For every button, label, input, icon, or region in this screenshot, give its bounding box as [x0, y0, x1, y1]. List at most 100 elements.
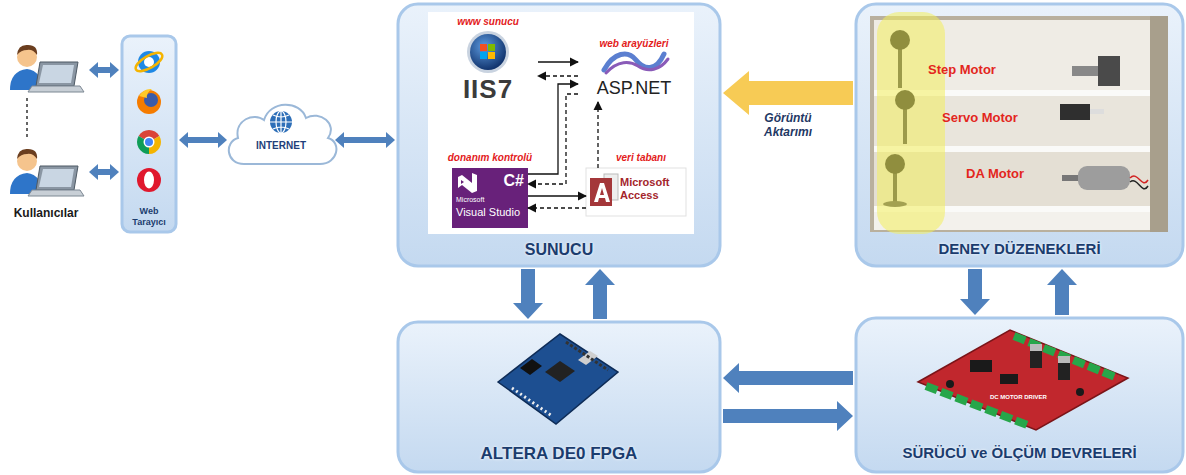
fpga-board-part: [566, 342, 608, 370]
internet-cloud: INTERNET: [222, 92, 340, 170]
cloud-shape: [229, 105, 337, 164]
hardware-control-box: donanım kontrolüC#MicrosoftVisual Studio: [452, 168, 528, 228]
node-title: Kullanıcılar: [6, 206, 86, 220]
node-title: SÜRÜCÜ ve ÖLÇÜM DEVRELERİ: [856, 444, 1183, 462]
fpga-board: [498, 334, 618, 424]
experiment-photo-part: [1090, 109, 1104, 114]
block-arrow: [335, 132, 395, 148]
user-icon-part: [28, 86, 84, 92]
browser-icons-part: [133, 49, 165, 74]
driver-pcb-part: [1058, 356, 1070, 363]
part-label: DC MOTOR DRIVER: [990, 394, 1047, 401]
iis-logo-part: [480, 52, 487, 59]
panel-background-part: [398, 322, 720, 472]
part-label: Servo Motor: [942, 110, 1018, 126]
server-panel: SUNUCUwww sunucuIIS7web arayüzleriASP.NE…: [398, 4, 720, 266]
experiment-photo: [870, 12, 1168, 234]
block-arrow: [585, 269, 615, 319]
node-title: INTERNET: [222, 140, 340, 152]
driver-pcb-part: [1030, 350, 1042, 368]
iis-logo-part: [480, 44, 487, 51]
user-icon-part: [28, 190, 84, 196]
driver-pcb-part: [1076, 388, 1084, 396]
browser-icons-part: [139, 89, 152, 98]
globe-icon: [276, 111, 286, 133]
driver-pcb-part: [918, 330, 1128, 430]
access-logo: [586, 168, 686, 216]
database-box: veri tabanıMicrosoft Access: [586, 168, 686, 216]
driver-pcb-part: [1058, 362, 1070, 380]
panel-background: [122, 4, 1183, 472]
iis-logo-part: [467, 31, 509, 73]
node-title: www sunucu: [438, 16, 538, 28]
driver-pcb-part: [926, 386, 1030, 426]
data-flow-line: [528, 195, 586, 196]
block-arrow: [1047, 269, 1077, 315]
fpga-panel: ALTERA DE0 FPGA: [398, 322, 720, 472]
dotnet-logo: [604, 54, 668, 73]
browser-icons: [133, 49, 165, 192]
access-logo-part: [590, 178, 612, 206]
visual-studio-logo-part: [452, 168, 528, 228]
panel-background-part: [122, 36, 176, 232]
user-icon: [10, 45, 84, 92]
edge-label: Görüntü Aktarımı: [743, 111, 833, 140]
user-icon-part: [39, 65, 74, 83]
user-icon-part: [17, 45, 37, 55]
user-group: Kullanıcılar: [6, 40, 86, 226]
image-transfer-arrow: [723, 71, 853, 115]
data-flow-line: [528, 84, 578, 174]
browser-icons-part: [137, 90, 161, 114]
block-arrow: [723, 401, 853, 431]
driver-pcb-part: [1000, 374, 1018, 384]
fpga-board-part: [498, 334, 618, 424]
panel-background-part: [856, 4, 1183, 266]
block-arrow: [179, 132, 227, 148]
block-arrow: [89, 62, 119, 78]
visual-studio-logo: [452, 168, 528, 228]
driver-pcb-part: [1030, 344, 1042, 351]
node-title: web arayüzleri: [578, 38, 690, 50]
iis-logo-part: [470, 34, 506, 70]
data-flow-line: [528, 207, 586, 208]
driver-pcb-part: [970, 360, 992, 372]
server-inner-area-part: [428, 12, 694, 234]
node-title: Web Tarayıcı: [122, 206, 176, 228]
data-flow-line: [538, 61, 578, 62]
fpga-board-part: [520, 359, 542, 375]
user-icon-part: [36, 166, 78, 190]
node-text: ASP.NET: [578, 78, 690, 100]
experiment-photo-part: [1062, 175, 1078, 181]
access-logo-part: [594, 183, 610, 202]
experiment-photo-part: [1078, 166, 1130, 190]
visual-studio-logo-part: [458, 173, 477, 193]
block-arrow: [960, 269, 990, 315]
block-arrow: [723, 363, 853, 393]
user-icon-part: [36, 62, 78, 86]
browser-icons-part: [144, 172, 154, 189]
node-text: C#: [482, 171, 524, 190]
driver-pcb-part: [946, 380, 954, 388]
cloud-outline: [222, 92, 340, 170]
user-ellipsis-line: [27, 98, 28, 140]
user-icon-part: [17, 149, 37, 159]
user-icon: [10, 149, 84, 196]
data-flow-line: [528, 94, 578, 184]
experiment-photo-part: [1072, 66, 1098, 76]
driver-pcb: [918, 330, 1128, 430]
iis-logo: [467, 31, 509, 73]
browser-icons-part: [145, 138, 153, 146]
experiment-panel: DENEY DÜZENEKLERİ: [856, 4, 1183, 266]
server-inner-area: [428, 12, 694, 234]
node-text: Microsoft Access: [620, 176, 684, 202]
panel-background-part: [856, 318, 1183, 472]
node-text: Visual Studio: [456, 206, 526, 219]
data-flow-line: [538, 75, 578, 76]
part-label: Step Motor: [928, 62, 996, 78]
experiment-photo-part: [1130, 176, 1148, 183]
block-arrow: [513, 269, 543, 319]
node-title: DENEY DÜZENEKLERİ: [856, 240, 1183, 258]
block-arrow: [89, 164, 119, 180]
